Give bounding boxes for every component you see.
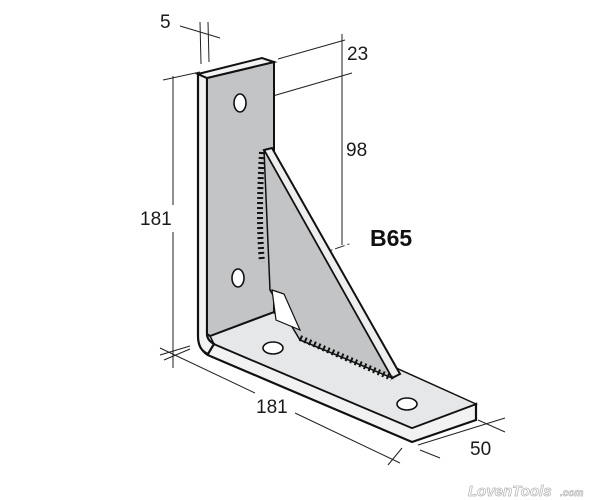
hole-icon [233,93,247,113]
dimension-lines [159,21,506,466]
watermark-logo: LovenTools .com [468,483,584,500]
hole-icon [262,341,284,355]
svg-text:LovenTools: LovenTools [468,483,552,500]
dim-horizontal-length: 181 [256,397,288,418]
dim-thickness: 5 [160,12,171,33]
dim-width: 50 [470,439,491,460]
hole-icon [396,397,418,411]
dim-hole-spacing: 98 [346,140,367,161]
gusset [257,146,402,381]
hole-icon [231,268,245,288]
dim-hole-offset: 23 [347,44,368,65]
vertical-plate [194,56,278,356]
svg-text:.com: .com [560,488,583,499]
part-code: B65 [370,225,412,251]
dim-vertical-height: 181 [140,209,172,230]
